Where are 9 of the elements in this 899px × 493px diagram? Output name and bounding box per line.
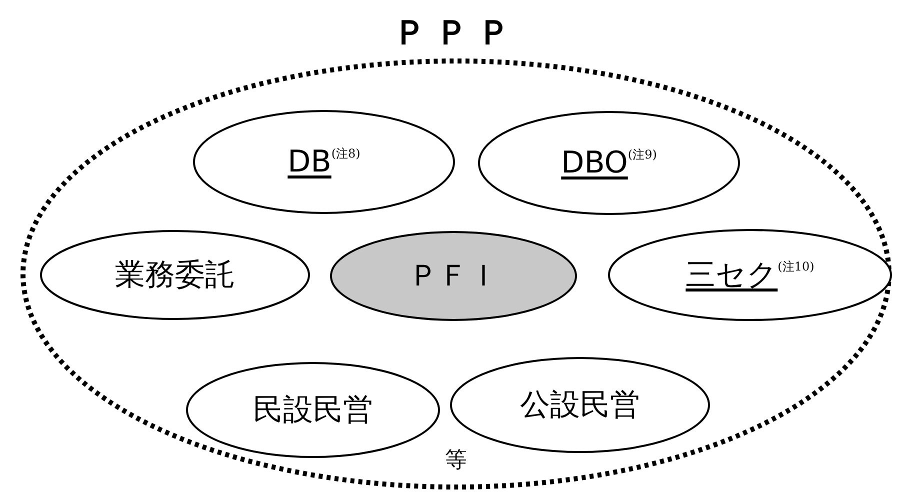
note-text: 等 [444,447,468,475]
ellipse-label: ＰＦＩ [408,258,498,294]
ellipse-label: DB$^{(注8)}$ [288,144,360,180]
ellipse-label: 業務委託 [115,258,235,292]
ellipse-label: 三セク$^{(注10)}$ [686,258,814,292]
ellipse-label: 公設民営 [520,388,640,422]
title-text: ＰＰＰ [392,12,520,55]
ellipse-label: DBO$^{(注9)}$ [561,146,657,180]
ellipse-label: 民設民営 [253,392,373,428]
